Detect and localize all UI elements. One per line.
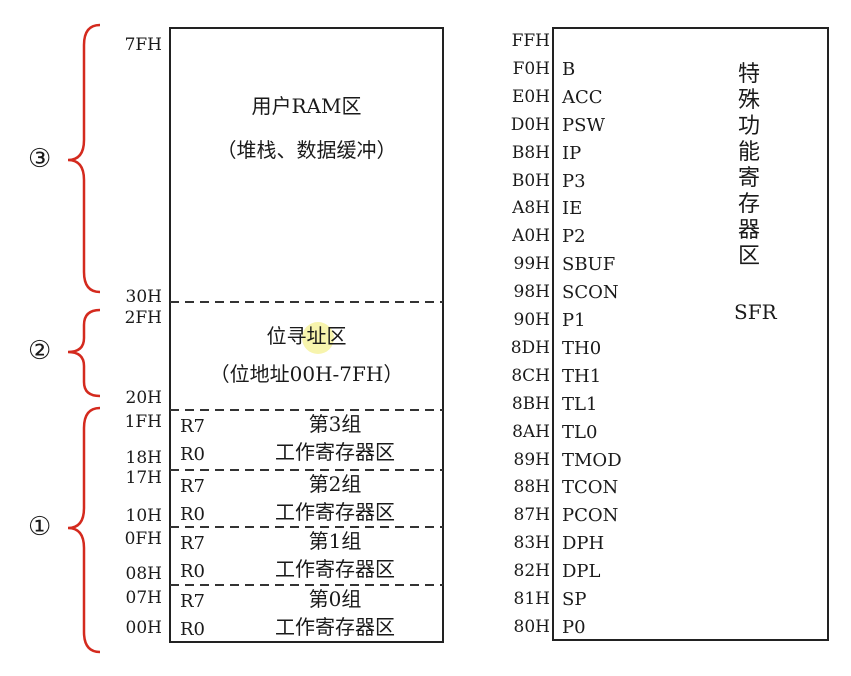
sfr-register-name: TL0 [562,421,598,443]
brace-2 [67,308,101,398]
sfr-address: A8H [512,198,550,219]
sfr-address: 99H [513,254,550,275]
user-ram-title: 用户RAM区 [251,94,362,118]
sfr-register-name: TCON [562,477,619,499]
sfr-address: D0H [510,114,550,135]
address-label: 07H [125,588,162,608]
sfr-register-name: PCON [562,505,619,527]
address-label: 17H [125,468,162,488]
sfr-address: 89H [513,449,550,470]
bit-area-subtitle: （位地址00H-7FH） [209,362,404,386]
sfr-register-name: P3 [562,170,586,192]
sfr-address: 8BH [511,393,550,414]
sfr-register-name: P0 [562,616,586,638]
bank-label: 工作寄存器区 [275,500,395,524]
cursor-highlight [302,322,334,354]
sfr-address: A0H [512,226,550,247]
region-marker-3: ③ [28,144,52,174]
brace-1 [67,406,101,654]
sfr-address: 83H [513,533,550,554]
address-label: 1FH [124,412,162,432]
sfr-address: 82H [513,561,550,582]
region-braces [67,23,101,654]
region-marker-2: ② [28,336,52,366]
region-marker-1: ① [28,512,52,542]
sfr-address: 98H [513,282,550,303]
bank-name: 第1组 [308,529,362,553]
sfr-register-name: IP [562,142,582,164]
bank-r7-label: R7 [180,416,206,437]
sfr-address: F0H [512,58,550,79]
sfr-register-name: TH0 [562,337,602,359]
bank-label: 工作寄存器区 [275,615,395,639]
sfr-address: E0H [511,86,550,107]
sfr-register-name: SCON [562,282,619,304]
brace-3 [67,23,101,294]
sfr-address: B8H [511,142,550,163]
bank-r0-label: R0 [180,561,206,582]
sfr-box [552,27,829,641]
sfr-register-name: P1 [562,310,586,331]
bank-name: 第2组 [308,472,362,496]
sfr-title: 特殊功能寄存器区 [737,62,760,269]
bank-r7-label: R7 [180,591,206,612]
bank-r0-label: R0 [180,504,206,525]
sfr-register-name: IE [562,198,583,220]
bank-name: 第3组 [308,412,362,436]
sfr-address: 90H [513,310,550,330]
sfr-abbr: SFR [734,300,777,324]
sfr-address: FFH [511,31,550,51]
address-label: 08H [125,564,162,584]
address-label: 00H [125,618,162,638]
bank-label: 工作寄存器区 [275,440,395,464]
bank-label: 工作寄存器区 [275,557,395,581]
address-label: 7FH [124,35,162,55]
internal-ram-box [169,27,444,643]
bank-r0-label: R0 [180,444,206,465]
sfr-address: 80H [513,616,550,637]
sfr-register-name: ACC [562,86,603,108]
bank-name: 第0组 [308,587,362,611]
bank-r7-label: R7 [180,476,206,497]
sfr-address: 81H [513,589,550,609]
sfr-address: 88H [513,477,550,498]
sfr-register-name: PSW [562,114,605,136]
sfr-register-name: DPL [562,561,601,583]
user-ram-subtitle: （堆栈、数据缓冲） [216,138,397,162]
bank-r0-label: R0 [180,619,206,640]
address-label: 0FH [124,529,162,549]
sfr-address: 8DH [510,337,550,358]
sfr-register-name: SP [562,589,587,610]
bit-area-title: 位寻址区 [266,324,347,348]
address-label: 20H [125,388,162,408]
sfr-register-name: P2 [562,226,586,248]
bank-r7-label: R7 [180,533,206,554]
address-label: 18H [125,448,162,468]
sfr-address: 8AH [512,421,550,442]
address-label: 30H [125,287,162,307]
sfr-address: 87H [513,505,550,526]
region-dividers [170,301,443,586]
sfr-address: 8CH [511,365,550,386]
sfr-register-name: TMOD [562,449,622,471]
address-label: 2FH [124,308,162,328]
sfr-register-name: DPH [562,533,605,555]
address-label: 10H [125,506,162,526]
sfr-register-name: TL1 [562,393,598,415]
sfr-register-name: SBUF [562,254,616,276]
sfr-register-name: TH1 [562,365,602,387]
sfr-register-name: B [562,58,576,80]
sfr-address: B0H [511,170,550,191]
